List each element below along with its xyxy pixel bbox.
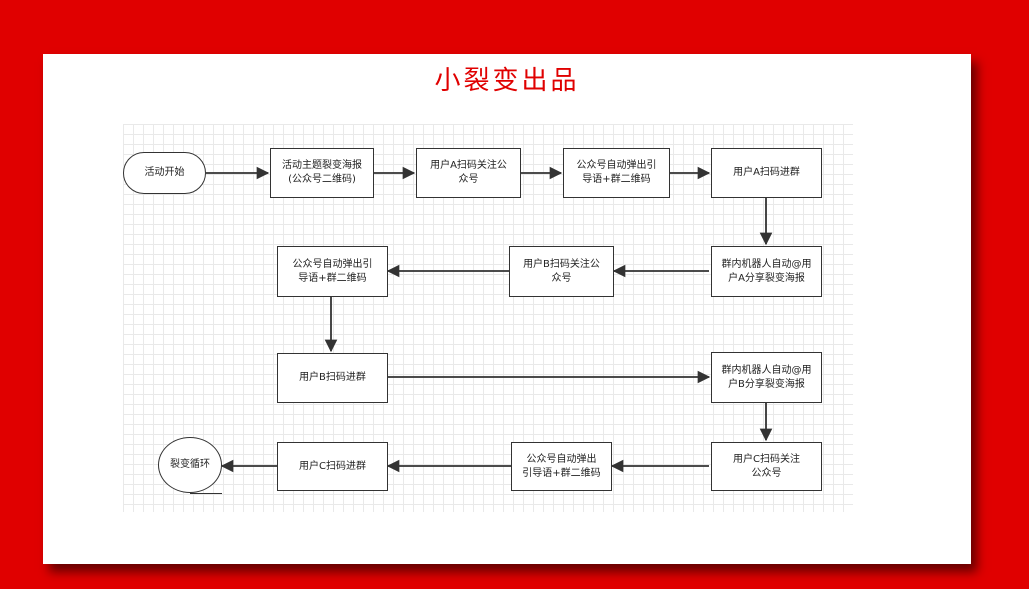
user-a-join-node: 用户A扫码进群	[711, 148, 822, 198]
user-c-follow-node: 用户C扫码关注 公众号	[711, 442, 822, 491]
loop-node-underline	[190, 493, 222, 494]
popup-b-node: 公众号自动弹出引 导语+群二维码	[277, 246, 388, 297]
start-node: 活动开始	[123, 152, 206, 194]
bot-a-node: 群内机器人自动@用 户A分享裂变海报	[711, 246, 822, 297]
page-title: 小裂变出品	[434, 66, 580, 96]
user-a-follow-node: 用户A扫码关注公 众号	[416, 148, 521, 198]
user-b-join-node: 用户B扫码进群	[277, 353, 388, 403]
bot-b-node: 群内机器人自动@用 户B分享裂变海报	[711, 352, 822, 403]
popup-c-node: 公众号自动弹出 引导语+群二维码	[511, 442, 612, 491]
poster-node: 活动主题裂变海报 (公众号二维码)	[270, 148, 374, 198]
user-c-join-node: 用户C扫码进群	[277, 442, 388, 491]
loop-node: 裂变循环	[158, 437, 222, 493]
popup-a-node: 公众号自动弹出引 导语+群二维码	[563, 148, 670, 198]
user-b-follow-node: 用户B扫码关注公 众号	[509, 246, 614, 297]
